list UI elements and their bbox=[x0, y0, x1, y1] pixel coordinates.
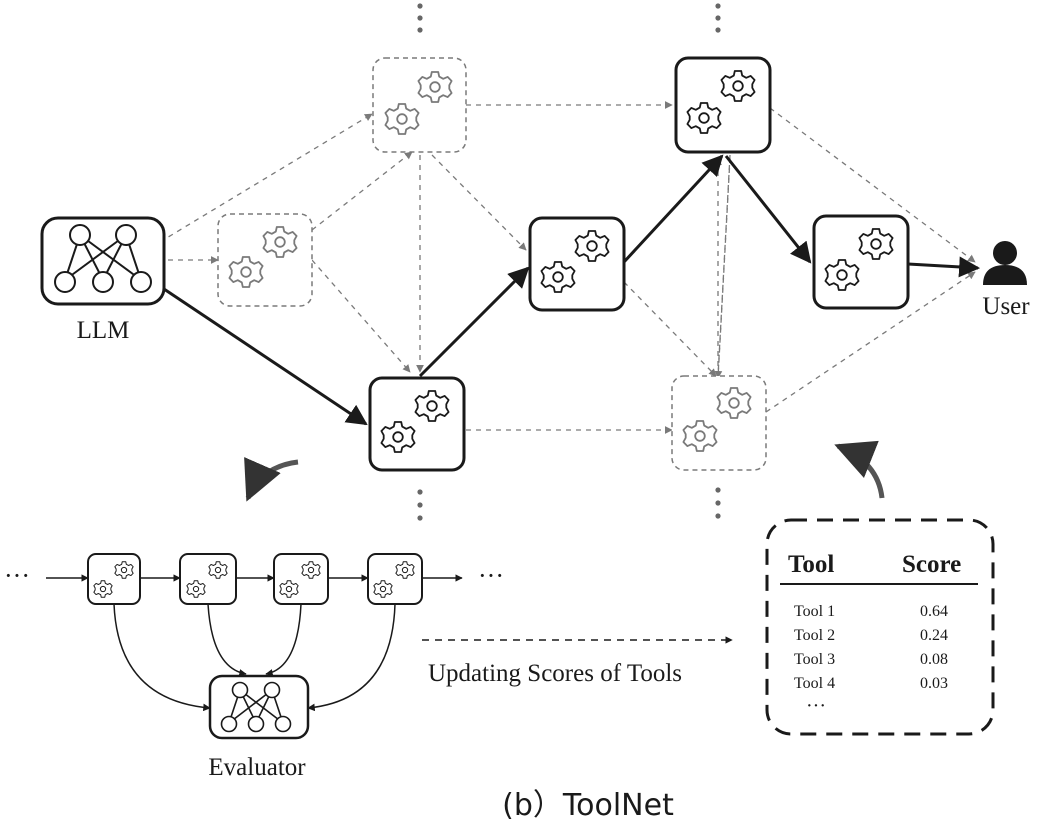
left-ellipsis: ··· bbox=[4, 561, 30, 590]
candidate-edges bbox=[159, 101, 976, 434]
right-ellipsis: ··· bbox=[478, 561, 504, 590]
neural-network-icon bbox=[220, 681, 292, 733]
neural-network-icon bbox=[54, 224, 152, 293]
figure-caption: (b）ToolNet bbox=[502, 788, 674, 823]
table-cell-score: 0.03 bbox=[920, 675, 948, 692]
selected-path bbox=[154, 154, 981, 426]
table-cell-score: 0.24 bbox=[920, 627, 948, 644]
evaluator-feedback-edges bbox=[113, 603, 396, 712]
table-cell-score: 0.08 bbox=[920, 651, 948, 668]
table-cell-tool: Tool 4 bbox=[794, 675, 835, 692]
score-table: Tool Score Tool 1 0.64 Tool 2 0.24 Tool … bbox=[765, 518, 995, 736]
tool-node-faded bbox=[217, 213, 313, 307]
tool-node-faded bbox=[372, 57, 467, 153]
continuation-dots bbox=[417, 3, 721, 521]
tool-node-active bbox=[674, 56, 772, 154]
score-table-header-tool: Tool bbox=[788, 551, 834, 578]
tool-node-active bbox=[368, 376, 466, 472]
chain-tool-node bbox=[179, 553, 237, 605]
llm-label: LLM bbox=[77, 317, 130, 344]
score-table-header-score: Score bbox=[902, 551, 961, 578]
update-label: Updating Scores of Tools bbox=[428, 660, 682, 687]
table-cell-score: 0.64 bbox=[920, 603, 948, 620]
chain-tool-node bbox=[367, 553, 423, 605]
table-cell-tool: Tool 3 bbox=[794, 651, 835, 668]
tool-node-active bbox=[528, 216, 626, 312]
table-more: ··· bbox=[806, 695, 826, 717]
evaluator-label: Evaluator bbox=[208, 754, 306, 781]
chain-tool-node bbox=[87, 553, 141, 605]
chain-tool-node bbox=[273, 553, 329, 605]
tool-node-faded bbox=[671, 375, 767, 471]
table-cell-tool: Tool 1 bbox=[794, 603, 835, 620]
curved-arrow-icon bbox=[834, 440, 885, 499]
user-label: User bbox=[982, 293, 1030, 320]
llm-node bbox=[40, 216, 166, 306]
user-icon bbox=[983, 241, 1027, 285]
curved-arrow-icon bbox=[244, 457, 299, 502]
table-cell-tool: Tool 2 bbox=[794, 627, 835, 644]
tool-node-active bbox=[812, 214, 910, 310]
evaluator-node bbox=[208, 674, 310, 740]
